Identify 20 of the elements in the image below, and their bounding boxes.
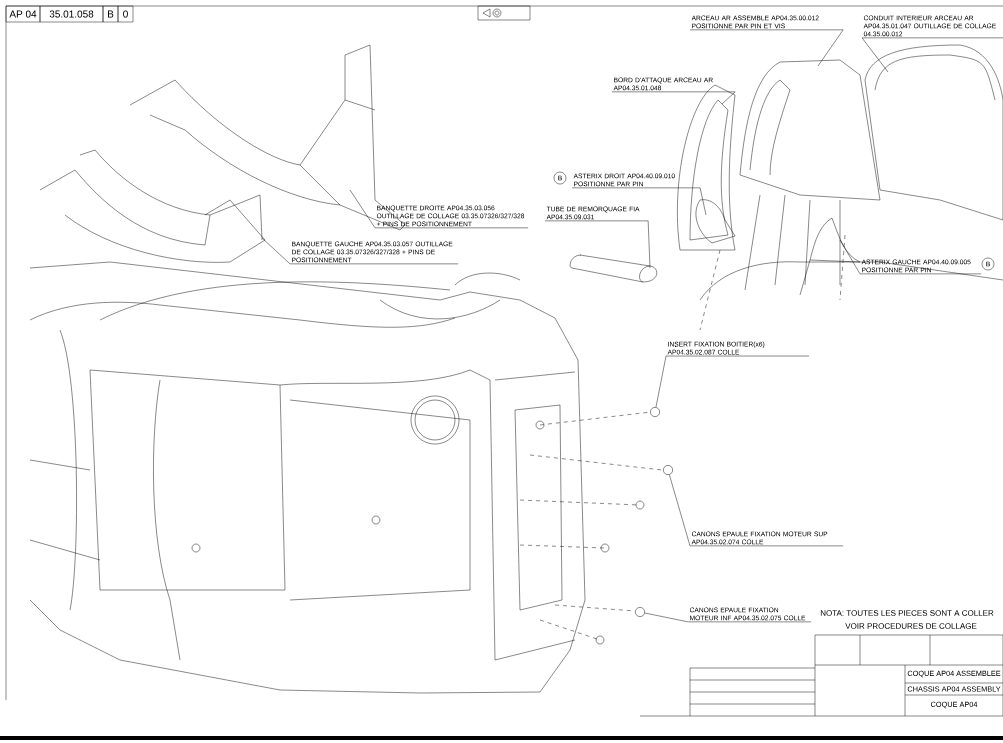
leader-line [669, 474, 844, 547]
header-cell: B [102, 5, 119, 23]
leader-line [839, 239, 982, 275]
leader-line [349, 189, 529, 229]
leader-line [644, 612, 812, 623]
note-text: NOTA: TOUTES LES PIECES SONT A COLLER [820, 610, 994, 616]
header-cell: AP 04 [5, 5, 41, 23]
leader-line [571, 187, 707, 216]
header-cell: 0 [117, 5, 134, 23]
fastener [635, 607, 645, 617]
leader-line [611, 91, 736, 105]
fastener [650, 407, 660, 417]
leader-line [261, 237, 459, 265]
note-text: VOIR PROCEDURES DE COLLAGE [845, 623, 977, 629]
leader-line [689, 29, 844, 67]
header-cell: 35.01.058 [39, 5, 104, 23]
fastener [663, 465, 673, 475]
leader-line [655, 355, 810, 408]
leader-line [861, 37, 1003, 73]
leader-line [544, 220, 651, 269]
